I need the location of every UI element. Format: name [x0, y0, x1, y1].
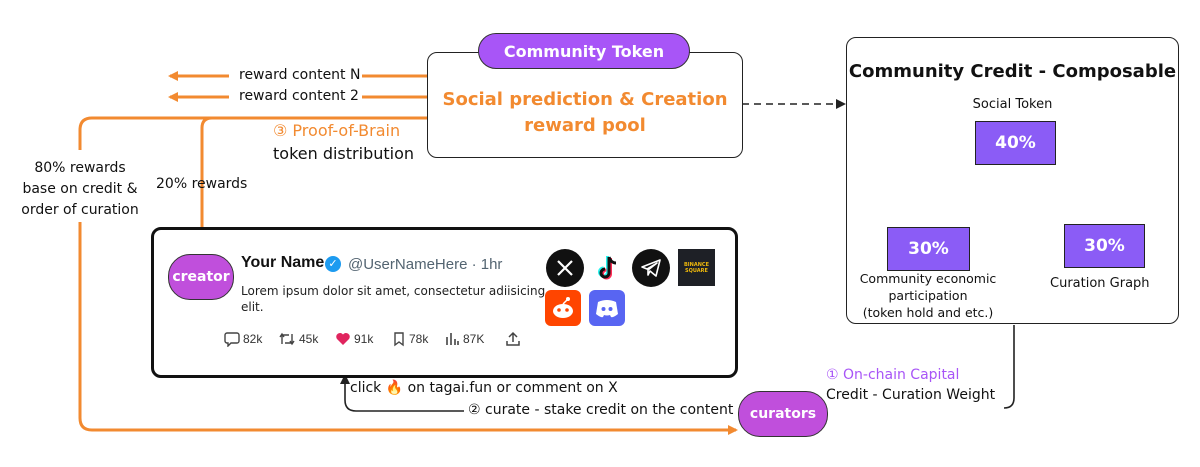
post-author-name: Your Name: [241, 254, 325, 271]
economic-participation-share: 30%: [887, 227, 970, 271]
heart-icon: [336, 333, 350, 345]
rewards-80-path: [78, 116, 427, 150]
reward-content-2-label: reward content 2: [239, 88, 359, 104]
social-token-label: Social Token: [972, 97, 1053, 112]
reward-pool-line1: Social prediction & Creation: [442, 89, 728, 110]
stake-credit-text: ② curate - stake credit on the content: [464, 402, 738, 418]
post-text-line1: Lorem ipsum dolor sit amet, consectetur …: [241, 284, 546, 298]
bookmark-metric[interactable]: 78k: [392, 331, 428, 347]
bookmark-icon: [394, 332, 404, 347]
community-token-badge: Community Token: [478, 33, 690, 69]
curation-graph-label: Curation Graph: [1050, 276, 1150, 291]
reddit-icon[interactable]: [545, 290, 581, 326]
retweet-metric[interactable]: 45k: [278, 331, 318, 347]
share-icon: [506, 331, 520, 346]
reward-pool-line2: reward pool: [524, 115, 646, 136]
token-distribution-label: token distribution: [273, 144, 415, 163]
creator-badge: creator: [168, 254, 234, 300]
community-credit-box: [846, 37, 1179, 324]
post-text-line2: elit.: [241, 300, 264, 314]
community-token-box: [427, 52, 743, 158]
verified-badge-icon: ✓: [325, 256, 341, 272]
social-token-share: 40%: [975, 121, 1056, 165]
curation-weight-label: Credit - Curation Weight: [826, 387, 996, 403]
onchain-capital-label: ① On-chain Capital: [826, 367, 960, 383]
tiktok-icon[interactable]: [590, 249, 628, 287]
economic-participation-label: Community economic participation (token …: [859, 271, 997, 320]
telegram-icon[interactable]: [632, 249, 670, 287]
rewards-80-label: 80% rewards base on credit & order of cu…: [10, 158, 150, 221]
rewards-20-path: [197, 116, 270, 257]
community-credit-title: Community Credit - Composable: [848, 61, 1177, 82]
share-metric[interactable]: [505, 331, 521, 347]
curators-badge: curators: [738, 391, 828, 437]
discord-icon[interactable]: [589, 290, 625, 326]
proof-of-brain-label: ③ Proof-of-Brain: [273, 121, 401, 140]
x-icon[interactable]: [546, 249, 584, 287]
retweet-icon: [279, 332, 295, 346]
comment-metric[interactable]: 82k: [224, 331, 262, 347]
rewards-20-label: 20% rewards: [156, 176, 248, 192]
views-icon: [446, 333, 459, 345]
comment-icon: [224, 332, 240, 347]
curation-graph-share: 30%: [1064, 224, 1145, 268]
click-curate-text: click 🔥 on tagai.fun or comment on X: [350, 380, 618, 396]
binance-square-icon[interactable]: BINANCE SQUARE: [678, 249, 715, 286]
like-metric[interactable]: 91k: [335, 331, 373, 347]
views-metric[interactable]: 87K: [444, 331, 484, 347]
post-handle: @UserNameHere · 1hr: [348, 256, 503, 273]
reward-content-n-label: reward content N: [239, 67, 361, 83]
